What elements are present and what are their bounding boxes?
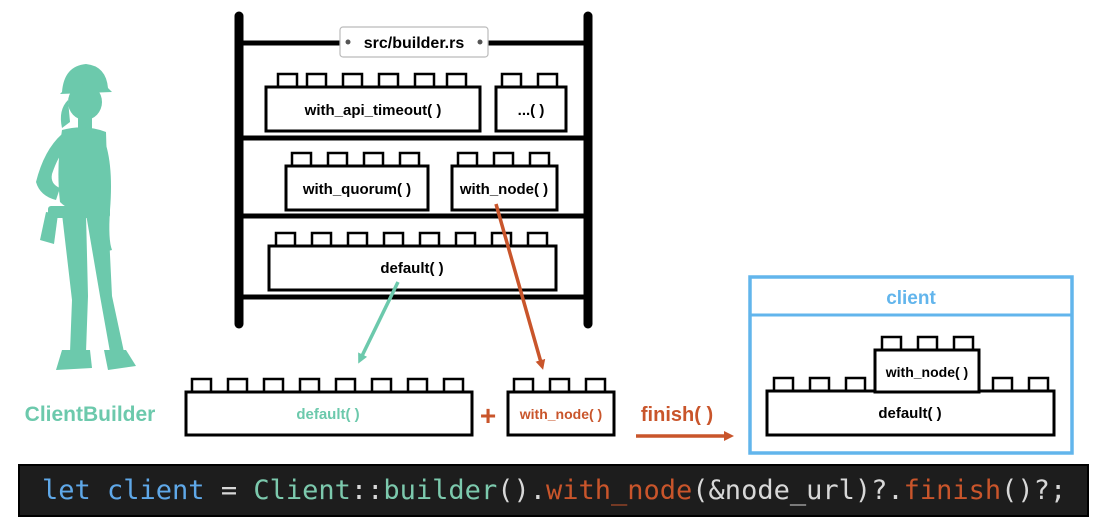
file-label-text: src/builder.rs xyxy=(364,35,465,52)
code-keyword-let: let xyxy=(42,475,108,506)
code-fn-finish: finish xyxy=(903,475,1002,506)
client-builder-label: ClientBuilder xyxy=(25,403,156,426)
brick-label: default( ) xyxy=(380,260,443,277)
tag-dot-left xyxy=(345,39,351,45)
code-paren: (). xyxy=(497,475,546,506)
brick-default-shelf: default( ) xyxy=(267,231,558,292)
code-tail: ()?; xyxy=(1001,475,1067,506)
tag-dot-right xyxy=(477,39,483,45)
brick-label: default( ) xyxy=(296,406,359,423)
code-path-separator: :: xyxy=(350,475,384,506)
code-fn-with-node: with_node xyxy=(545,475,693,506)
code-args: (&node_url)?. xyxy=(692,475,904,506)
file-label-tag: src/builder.rs xyxy=(339,26,489,58)
code-fn-builder: builder xyxy=(383,475,498,506)
brick-label: with_node( ) xyxy=(519,406,602,422)
code-equals: = xyxy=(220,475,254,506)
client-with-node-brick: with_node( ) xyxy=(873,335,981,394)
brick-label: with_quorum( ) xyxy=(302,181,411,198)
arrow-with-node-to-builder xyxy=(494,203,546,370)
finish-label: finish( ) xyxy=(641,404,713,426)
brick-with-api-timeout: with_api_timeout( ) xyxy=(264,72,482,133)
brick-with-quorum: with_quorum( ) xyxy=(284,151,430,212)
brick-label: with_node( ) xyxy=(459,181,548,198)
brick-label: default( ) xyxy=(878,405,941,422)
brick-with-node-shelf: with_node( ) xyxy=(450,151,559,212)
brick-label: ...( ) xyxy=(518,102,545,119)
brick-ellipsis: ...( ) xyxy=(494,72,568,133)
brick-label: with_api_timeout( ) xyxy=(304,102,442,119)
code-variable-client: client xyxy=(107,475,221,506)
shelf xyxy=(234,11,593,329)
builder-with-node-brick: with_node( ) xyxy=(506,377,616,437)
builder-worker-figure xyxy=(36,64,136,370)
code-type-client: Client xyxy=(253,475,351,506)
builder-default-brick: default( ) xyxy=(184,377,474,437)
plus-sign: + xyxy=(480,400,496,431)
arrow-default-to-builder xyxy=(358,281,400,364)
code-snippet: let client = Client::builder().with_node… xyxy=(18,464,1089,517)
brick-label: with_node( ) xyxy=(885,364,968,380)
client-box-title: client xyxy=(886,288,936,309)
